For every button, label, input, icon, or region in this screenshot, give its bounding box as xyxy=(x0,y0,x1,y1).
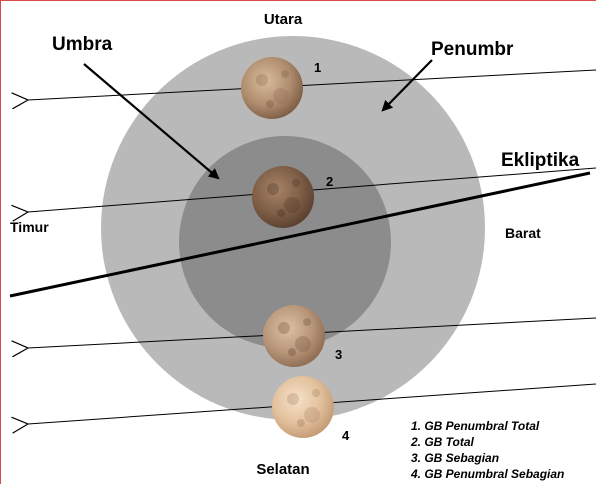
west-label: Barat xyxy=(505,225,541,241)
moon-4 xyxy=(272,376,334,438)
legend-item-1: 1. GB Penumbral Total xyxy=(411,419,540,433)
moon-number-4: 4 xyxy=(342,428,350,443)
umbra-label: Umbra xyxy=(52,34,113,55)
moon-number-2: 2 xyxy=(326,174,333,189)
moon-path-1 xyxy=(11,69,596,110)
east-label: Timur xyxy=(10,219,49,235)
ecliptic-line xyxy=(9,171,591,298)
moon-number-1: 1 xyxy=(314,60,321,75)
penumbra-label: Penumbr xyxy=(431,39,514,60)
moon-1 xyxy=(241,57,303,119)
south-label: Selatan xyxy=(256,461,309,478)
umbra-pointer xyxy=(83,63,220,180)
legend-item-2: 2. GB Total xyxy=(410,435,475,449)
ecliptic-label: Ekliptika xyxy=(501,150,580,171)
legend: 1. GB Penumbral Total 2. GB Total 3. GB … xyxy=(410,419,564,481)
moon-2 xyxy=(252,166,314,228)
legend-item-3: 3. GB Sebagian xyxy=(411,451,499,465)
legend-item-4: 4. GB Penumbral Sebagian xyxy=(410,467,564,481)
moon-number-3: 3 xyxy=(335,347,342,362)
penumbra-pointer xyxy=(381,59,433,112)
north-label: Utara xyxy=(264,11,303,28)
umbra-disk xyxy=(179,136,391,348)
moon-3 xyxy=(263,305,325,367)
